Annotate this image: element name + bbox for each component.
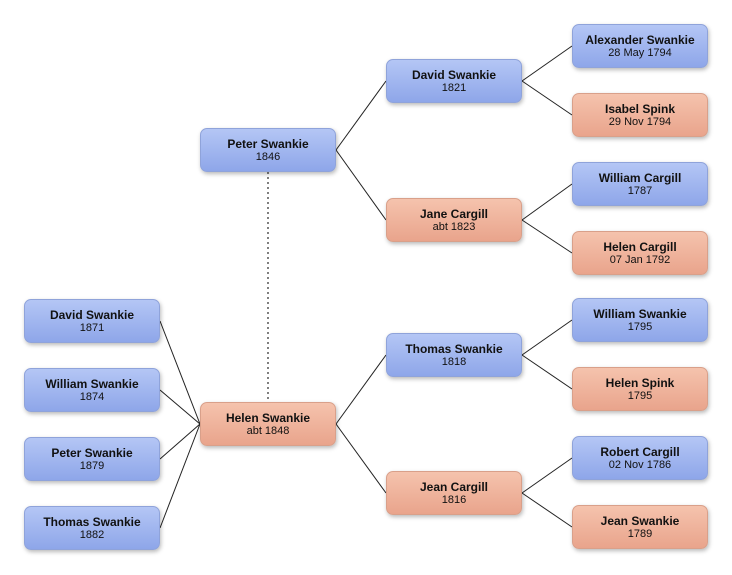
connector: [521, 492, 573, 528]
connector: [159, 423, 201, 460]
person-date: abt 1823: [432, 220, 476, 233]
person-name: Alexander Swankie: [585, 32, 695, 47]
connector: [521, 354, 573, 390]
person-date: 28 May 1794: [608, 46, 672, 59]
person-date: 1787: [627, 184, 653, 197]
father-david-swankie[interactable]: David Swankie 1821: [386, 59, 522, 103]
person-date: 1816: [441, 493, 467, 506]
person-name: Peter Swankie: [51, 445, 133, 460]
connector: [521, 219, 573, 254]
person-name: Jean Cargill: [419, 479, 489, 494]
connector: [335, 80, 387, 151]
person-name: Jane Cargill: [419, 206, 489, 221]
connector: [521, 80, 573, 116]
gp-william-cargill[interactable]: William Cargill 1787: [572, 162, 708, 206]
person-name: Isabel Spink: [604, 101, 676, 116]
connector: [159, 423, 201, 529]
connector: [159, 320, 201, 425]
person-date: 1818: [441, 355, 467, 368]
connector: [335, 423, 387, 494]
person-name: David Swankie: [411, 67, 497, 82]
person-name: Helen Cargill: [603, 239, 677, 254]
gp-helen-spink[interactable]: Helen Spink 1795: [572, 367, 708, 411]
child-david-swankie[interactable]: David Swankie 1871: [24, 299, 160, 343]
person-name: Robert Cargill: [600, 444, 680, 459]
person-date: 1874: [79, 390, 105, 403]
person-name: David Swankie: [49, 307, 135, 322]
person-name: Jean Swankie: [600, 513, 680, 528]
person-date: 29 Nov 1794: [608, 115, 672, 128]
person-date: 1879: [79, 459, 105, 472]
gp-helen-cargill[interactable]: Helen Cargill 07 Jan 1792: [572, 231, 708, 275]
person-date: abt 1848: [246, 424, 290, 437]
person-date: 1846: [255, 150, 281, 163]
child-peter-swankie[interactable]: Peter Swankie 1879: [24, 437, 160, 481]
person-name: William Swankie: [593, 306, 687, 321]
person-date: 02 Nov 1786: [608, 458, 672, 471]
child-william-swankie[interactable]: William Swankie 1874: [24, 368, 160, 412]
person-helen-swankie[interactable]: Helen Swankie abt 1848: [200, 402, 336, 446]
person-peter-swankie[interactable]: Peter Swankie 1846: [200, 128, 336, 172]
child-thomas-swankie[interactable]: Thomas Swankie 1882: [24, 506, 160, 550]
person-name: William Swankie: [45, 376, 139, 391]
person-name: Thomas Swankie: [43, 514, 141, 529]
gp-jean-swankie[interactable]: Jean Swankie 1789: [572, 505, 708, 549]
person-date: 1795: [627, 320, 653, 333]
connector: [521, 457, 573, 494]
person-date: 1882: [79, 528, 105, 541]
mother-jean-cargill[interactable]: Jean Cargill 1816: [386, 471, 522, 515]
gp-alexander-swankie[interactable]: Alexander Swankie 28 May 1794: [572, 24, 708, 68]
connector: [159, 389, 201, 425]
mother-jane-cargill[interactable]: Jane Cargill abt 1823: [386, 198, 522, 242]
person-date: 1795: [627, 389, 653, 402]
connector: [521, 45, 573, 82]
gp-william-swankie[interactable]: William Swankie 1795: [572, 298, 708, 342]
gp-robert-cargill[interactable]: Robert Cargill 02 Nov 1786: [572, 436, 708, 480]
person-name: Helen Swankie: [225, 410, 311, 425]
person-date: 1871: [79, 321, 105, 334]
person-name: William Cargill: [598, 170, 682, 185]
person-date: 1821: [441, 81, 467, 94]
person-name: Thomas Swankie: [405, 341, 503, 356]
father-thomas-swankie[interactable]: Thomas Swankie 1818: [386, 333, 522, 377]
person-name: Peter Swankie: [227, 136, 309, 151]
person-name: Helen Spink: [605, 375, 675, 390]
connector: [521, 319, 573, 356]
person-date: 07 Jan 1792: [609, 253, 671, 266]
person-date: 1789: [627, 527, 653, 540]
connector: [335, 354, 387, 425]
connector: [335, 149, 387, 221]
gp-isabel-spink[interactable]: Isabel Spink 29 Nov 1794: [572, 93, 708, 137]
connector: [521, 183, 573, 221]
